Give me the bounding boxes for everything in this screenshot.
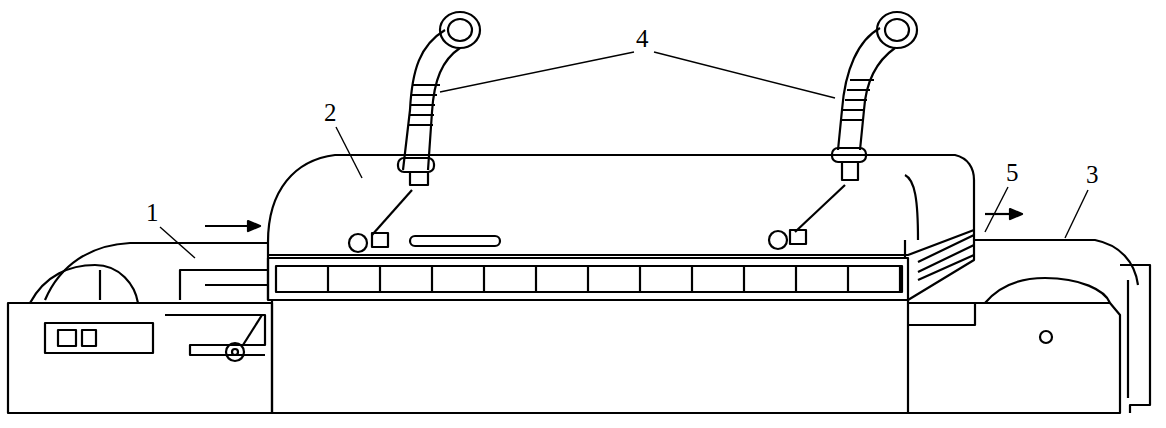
belt-divider — [847, 266, 849, 292]
belt-divider — [639, 266, 641, 292]
belt-divider — [587, 266, 589, 292]
belt-divider — [691, 266, 693, 292]
callout-number: 2 — [324, 100, 337, 125]
belt-divider — [431, 266, 433, 292]
belt-divider — [379, 266, 381, 292]
belt-divider — [535, 266, 537, 292]
callout-number: 1 — [146, 200, 159, 225]
callout-number: 5 — [1006, 160, 1019, 185]
belt-divider — [795, 266, 797, 292]
belt-divider — [743, 266, 745, 292]
belt-divider — [327, 266, 329, 292]
callout-number: 4 — [636, 26, 649, 51]
callout-number: 3 — [1086, 162, 1099, 187]
belt-divider — [483, 266, 485, 292]
belt-divider — [899, 266, 901, 292]
